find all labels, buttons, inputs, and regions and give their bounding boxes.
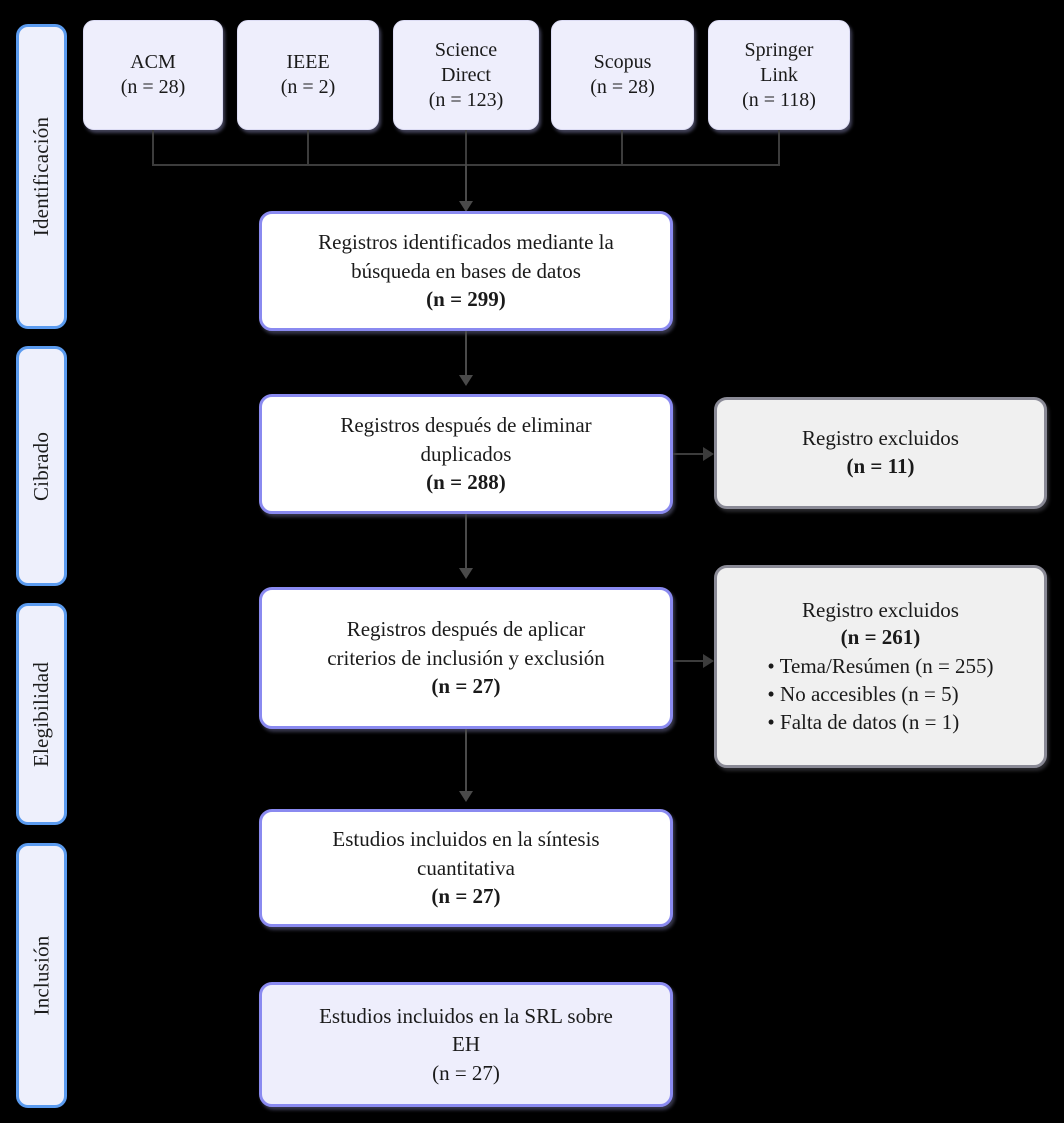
arrowhead-bus-to-identificados <box>459 201 473 212</box>
flow-box-duplicados: Registros después de eliminar duplicados… <box>259 394 673 514</box>
stage-label-text: Cibrado <box>29 431 53 501</box>
flow-count: (n = 27) <box>432 1060 500 1085</box>
stage-label-text: Inclusión <box>29 935 53 1016</box>
flow-line-1: Registros después de aplicar <box>346 617 586 642</box>
excluded-box-duplicados: Registro excluidos (n = 11) <box>714 397 1047 509</box>
flow-box-criterios: Registros después de aplicar criterios d… <box>259 587 673 729</box>
source-count: (n = 28) <box>120 76 186 98</box>
excluded-title: Registro excluidos <box>802 426 959 451</box>
source-count: (n = 2) <box>280 76 336 98</box>
source-count: (n = 123) <box>428 88 504 111</box>
connector-acm-drop <box>152 130 154 165</box>
source-name: IEEE <box>286 51 330 73</box>
flow-line-2: duplicados <box>420 441 512 466</box>
source-name: Springer <box>744 38 814 61</box>
excluded-box-criterios: Registro excluidos (n = 261) • Tema/Resú… <box>714 565 1047 768</box>
excluded-reason-item: • No accesibles (n = 5) <box>767 681 959 706</box>
excluded-count: (n = 261) <box>840 625 921 650</box>
stage-label-inclusion: Inclusión <box>16 843 67 1108</box>
excluded-reason-item: • Tema/Resúmen (n = 255) <box>767 654 994 679</box>
source-count: (n = 28) <box>590 76 655 98</box>
source-name-2: Direct <box>441 63 491 86</box>
stage-label-identificacion: Identificación <box>16 24 67 329</box>
flow-line-2: búsqueda en bases de datos <box>351 258 581 283</box>
source-name: ACM <box>130 51 176 73</box>
source-box-science-direct: Science Direct (n = 123) <box>393 20 539 130</box>
source-box-ieee: IEEE (n = 2) <box>237 20 379 130</box>
arrowhead-duplicados-to-excluidos <box>703 447 714 461</box>
stage-label-text: Elegibilidad <box>29 661 54 767</box>
excluded-count: (n = 11) <box>846 454 915 478</box>
flow-line-2: EH <box>452 1032 480 1057</box>
flow-count: (n = 27) <box>431 674 501 699</box>
connector-springer-drop <box>778 130 780 165</box>
connector-ieee-drop <box>307 130 309 165</box>
flow-line-1: Estudios incluidos en la SRL sobre <box>319 1003 613 1028</box>
connector-duplicados-to-criterios <box>465 514 467 571</box>
connector-scopus-drop <box>621 130 623 165</box>
arrowhead-criterios-to-excluidos <box>703 654 714 668</box>
flow-count: (n = 288) <box>426 470 506 495</box>
source-name: Science <box>434 38 498 61</box>
flow-box-sintesis: Estudios incluidos en la síntesis cuanti… <box>259 809 673 927</box>
flow-count: (n = 299) <box>426 287 506 312</box>
connector-criterios-to-sintesis <box>465 729 467 794</box>
flow-box-identificados: Registros identificados mediante la búsq… <box>259 211 673 331</box>
flow-line-1: Registros identificados mediante la <box>318 230 614 255</box>
flow-line-1: Registros después de eliminar <box>340 413 592 438</box>
excluded-reason-list: • Tema/Resúmen (n = 255) • No accesibles… <box>767 653 993 736</box>
source-box-scopus: Scopus (n = 28) <box>551 20 694 130</box>
arrowhead-criterios-to-sintesis <box>459 791 473 802</box>
flow-line-2: criterios de inclusión y exclusión <box>327 645 605 670</box>
arrowhead-duplicados-to-criterios <box>459 568 473 579</box>
excluded-reason-item: • Falta de datos (n = 1) <box>767 709 960 734</box>
source-name: Scopus <box>593 51 652 73</box>
stage-label-text: Identificación <box>29 116 54 237</box>
stage-label-cibrado: Cibrado <box>16 346 67 586</box>
source-count: (n = 118) <box>742 88 816 111</box>
flow-box-srl: Estudios incluidos en la SRL sobre EH (n… <box>259 982 673 1107</box>
flow-line-2: cuantitativa <box>417 855 515 880</box>
source-box-acm: ACM (n = 28) <box>83 20 223 130</box>
source-box-springer-link: Springer Link (n = 118) <box>708 20 850 130</box>
connector-science-drop <box>465 130 467 165</box>
excluded-title: Registro excluidos <box>802 597 959 622</box>
connector-identificados-to-duplicados <box>465 331 467 378</box>
source-name-2: Link <box>760 63 798 86</box>
arrowhead-identificados-to-duplicados <box>459 375 473 386</box>
connector-duplicados-to-excluidos <box>673 453 706 455</box>
flow-count: (n = 27) <box>431 884 501 909</box>
connector-bus-to-identificados <box>465 164 467 204</box>
stage-label-elegibilidad: Elegibilidad <box>16 603 67 825</box>
connector-criterios-to-excluidos <box>673 660 706 662</box>
flow-line-1: Estudios incluidos en la síntesis <box>332 827 600 852</box>
